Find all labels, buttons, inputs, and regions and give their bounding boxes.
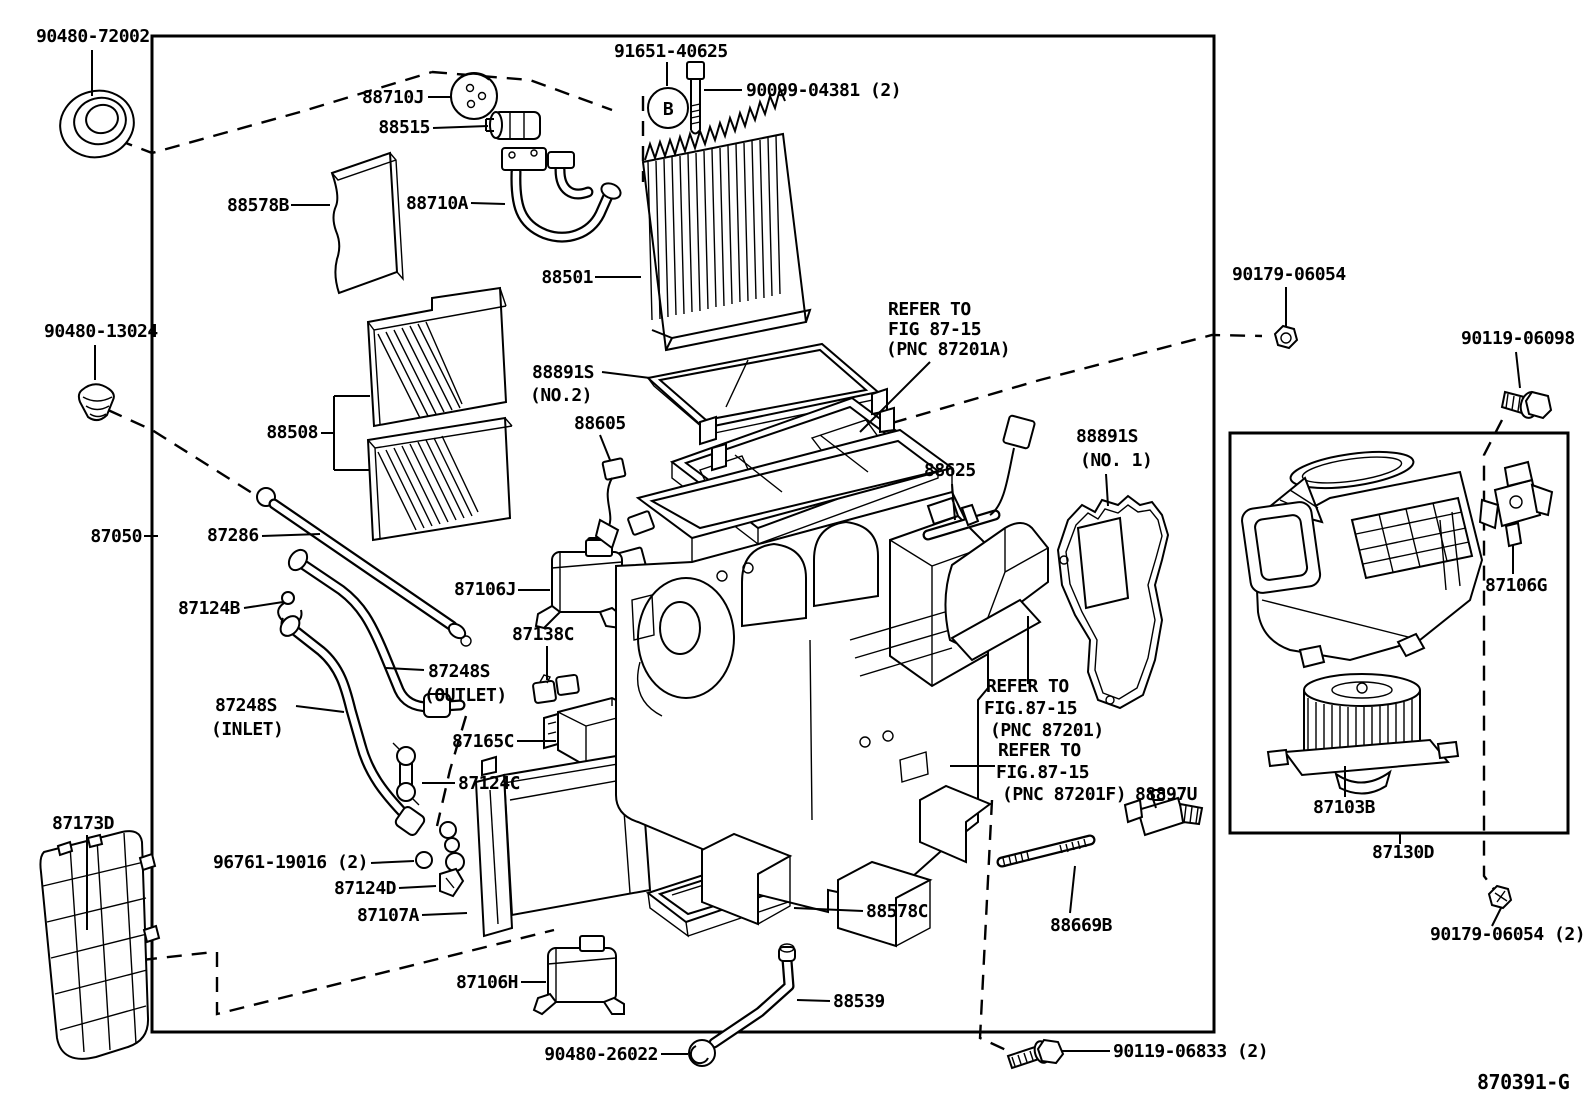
label-87106H: 87106H bbox=[456, 972, 518, 993]
label-88508: 88508 bbox=[266, 422, 318, 443]
label-87173D: 87173D bbox=[52, 813, 115, 834]
pipes-87248S-drawing bbox=[279, 548, 466, 836]
bolt-90119-06098-drawing bbox=[1500, 390, 1553, 420]
clamp-87124C-drawing bbox=[392, 742, 420, 806]
label-87248S-inlet-sub: (INLET) bbox=[211, 719, 283, 740]
filters-88508-drawing bbox=[366, 286, 513, 542]
grommet-90480-13024-drawing bbox=[77, 383, 115, 421]
bolt-90099-04381-drawing bbox=[686, 61, 705, 135]
label-87248S-inlet: 87248S bbox=[215, 695, 277, 716]
bolt-symbol-91651-40625 bbox=[647, 87, 689, 129]
label-91651-40625: 91651-40625 bbox=[614, 41, 728, 62]
cap-88710J-drawing bbox=[450, 72, 498, 120]
label-bolt-symbol-b: B bbox=[663, 99, 674, 120]
label-87050: 87050 bbox=[90, 526, 142, 547]
label-88891S-no2: 88891S bbox=[532, 362, 594, 383]
figure-code: 870391-G bbox=[1477, 1070, 1570, 1094]
label-90119-06833: 90119-06833 (2) bbox=[1113, 1041, 1268, 1062]
label-87165C: 87165C bbox=[452, 731, 514, 752]
label-88710A: 88710A bbox=[406, 193, 469, 214]
valve-88515-drawing bbox=[485, 111, 541, 140]
label-refer-a-1: REFER TO bbox=[888, 299, 971, 320]
label-90179-06054-2: 90179-06054 (2) bbox=[1430, 924, 1585, 945]
hose-88539-drawing bbox=[708, 943, 796, 1049]
label-90480-72002: 90480-72002 bbox=[36, 26, 150, 47]
label-87106J: 87106J bbox=[454, 579, 516, 600]
label-88891S-no2-sub: (NO.2) bbox=[530, 385, 592, 406]
rod-88669B-drawing bbox=[996, 834, 1096, 868]
label-88578B: 88578B bbox=[227, 195, 290, 216]
label-90480-26022: 90480-26022 bbox=[544, 1044, 658, 1065]
label-refer-b-1: REFER TO bbox=[986, 676, 1069, 697]
grommet-90480-26022-drawing bbox=[688, 1039, 716, 1067]
label-87248S-outlet-sub: (OUTLET) bbox=[424, 685, 507, 706]
label-88891S-no1-sub: (NO. 1) bbox=[1080, 450, 1152, 471]
nut-90179-06054-2-drawing bbox=[1487, 884, 1513, 910]
label-87138C: 87138C bbox=[512, 624, 574, 645]
label-88578C: 88578C bbox=[866, 901, 928, 922]
label-87130D: 87130D bbox=[1372, 842, 1435, 863]
clamp-87124D-drawing bbox=[439, 852, 465, 898]
blower-case-87130D-drawing bbox=[1241, 450, 1484, 669]
panel-87173D-drawing bbox=[39, 830, 161, 1060]
label-refer-a-2: FIG 87-15 bbox=[888, 319, 981, 340]
label-refer-b-2: FIG.87-15 bbox=[984, 698, 1077, 719]
label-88501: 88501 bbox=[541, 267, 593, 288]
label-96761-19016: 96761-19016 (2) bbox=[213, 852, 368, 873]
label-88605: 88605 bbox=[574, 413, 626, 434]
leader-lines bbox=[86, 50, 1521, 1055]
cable-87286-drawing bbox=[256, 487, 472, 647]
blower-motor-87103B-drawing bbox=[1266, 673, 1460, 795]
label-88891S-no1: 88891S bbox=[1076, 426, 1138, 447]
label-90099-04381: 90099-04381 (2) bbox=[746, 80, 901, 101]
label-88710J: 88710J bbox=[362, 87, 424, 108]
label-87248S-outlet: 87248S bbox=[428, 661, 490, 682]
thermistor-88625-drawing bbox=[922, 414, 1036, 541]
label-88539: 88539 bbox=[833, 991, 885, 1012]
label-refer-c-1: REFER TO bbox=[998, 740, 1081, 761]
label-87106G: 87106G bbox=[1485, 575, 1547, 596]
label-87124D: 87124D bbox=[334, 878, 397, 899]
orings-96761-19016-drawing bbox=[415, 821, 460, 869]
nut-90179-06054-drawing bbox=[1273, 324, 1299, 350]
label-88897U: 88897U bbox=[1135, 784, 1197, 805]
label-refer-c-2: FIG.87-15 bbox=[996, 762, 1089, 783]
main-assembly-border bbox=[150, 34, 1216, 1034]
label-refer-b-3: (PNC 87201) bbox=[990, 720, 1104, 741]
servo-87106J-drawing bbox=[534, 539, 624, 630]
bolt-90119-06833-drawing bbox=[1006, 1038, 1065, 1070]
label-refer-a-3: (PNC 87201A) bbox=[886, 339, 1010, 360]
label-90179-06054: 90179-06054 bbox=[1232, 264, 1346, 285]
label-88625: 88625 bbox=[924, 460, 976, 481]
sheet-88578B-drawing bbox=[330, 151, 404, 295]
gasket-88891S-no1-drawing bbox=[1056, 494, 1170, 710]
valve-88897U-drawing bbox=[1123, 789, 1204, 837]
label-88515: 88515 bbox=[378, 117, 430, 138]
heater-core-87107A-drawing bbox=[474, 750, 652, 938]
pipe-88710A-drawing bbox=[501, 147, 622, 243]
part-labels: 90480-72002 88710J 88515 91651-40625 900… bbox=[36, 26, 1586, 1094]
label-90119-06098: 90119-06098 bbox=[1461, 328, 1575, 349]
label-88669B: 88669B bbox=[1050, 915, 1113, 936]
grommet-90480-72002-drawing bbox=[59, 89, 135, 159]
servo-87106H-drawing bbox=[532, 935, 625, 1016]
label-87124B: 87124B bbox=[178, 598, 241, 619]
evaporator-88501-drawing bbox=[641, 85, 812, 352]
deflector-refer-87201-drawing bbox=[944, 522, 1049, 662]
label-87286: 87286 bbox=[207, 525, 259, 546]
label-refer-c-3: (PNC 87201F) bbox=[1002, 784, 1126, 805]
heater-case-main-drawing bbox=[594, 406, 993, 948]
connector-87138C-drawing bbox=[532, 673, 580, 704]
label-87124C: 87124C bbox=[458, 773, 520, 794]
label-87107A: 87107A bbox=[357, 905, 420, 926]
dashed-assembly-lines bbox=[107, 70, 1504, 1052]
label-90480-13024: 90480-13024 bbox=[44, 321, 158, 342]
label-87103B: 87103B bbox=[1313, 797, 1376, 818]
servo-87106G-drawing bbox=[1478, 460, 1554, 548]
